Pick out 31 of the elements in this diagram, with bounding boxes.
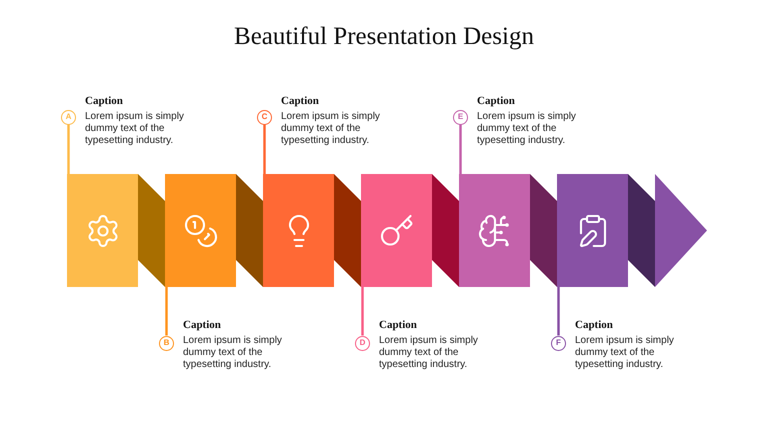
step-marker: F: [551, 336, 566, 350]
step-block: [263, 174, 361, 287]
leader-line: [165, 287, 168, 336]
caption-heading: Caption: [477, 95, 516, 108]
caption-heading: Caption: [85, 95, 124, 108]
caption-text: Lorem ipsum is simply dummy text of the typesetting industry.: [85, 111, 185, 147]
caption-heading: Caption: [379, 319, 418, 332]
caption-heading: Caption: [183, 319, 222, 332]
step-marker: B: [159, 336, 174, 350]
caption-heading: Caption: [281, 95, 320, 108]
caption-text: Lorem ipsum is simply dummy text of the typesetting industry.: [477, 111, 577, 147]
step-block: [557, 174, 655, 287]
leader-line: [459, 124, 462, 174]
step-block: [165, 174, 263, 287]
step-block: [361, 174, 459, 287]
step-block: [459, 174, 557, 287]
caption-text: Lorem ipsum is simply dummy text of the typesetting industry.: [183, 335, 283, 371]
step-marker: A: [61, 110, 76, 124]
step-marker: E: [453, 110, 468, 124]
leader-line: [263, 124, 266, 174]
caption-text: Lorem ipsum is simply dummy text of the typesetting industry.: [379, 335, 479, 371]
leader-line: [67, 124, 70, 174]
step-marker: C: [257, 110, 272, 124]
title: Beautiful Presentation Design: [233, 22, 535, 52]
leader-line: [361, 287, 364, 336]
leader-line: [557, 287, 560, 336]
caption-heading: Caption: [575, 319, 614, 332]
caption-text: Lorem ipsum is simply dummy text of the typesetting industry.: [281, 111, 381, 147]
step-marker: D: [355, 336, 370, 350]
caption-text: Lorem ipsum is simply dummy text of the typesetting industry.: [575, 335, 675, 371]
step-block: [67, 174, 165, 287]
